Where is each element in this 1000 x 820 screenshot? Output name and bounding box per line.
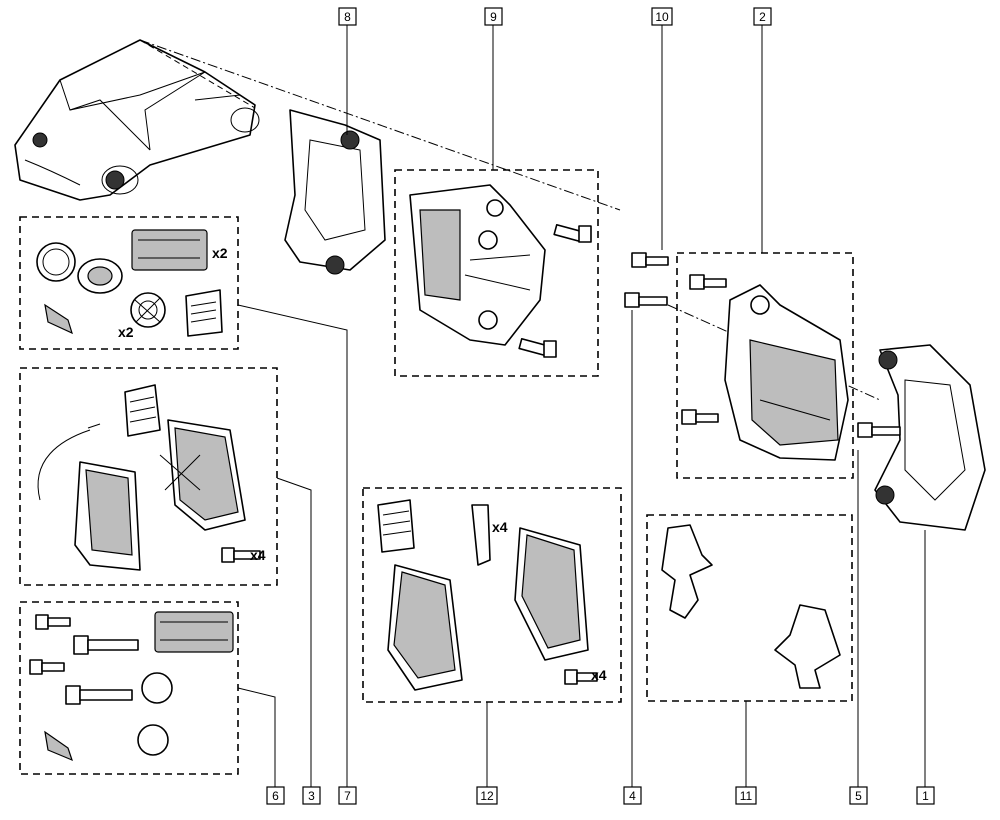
callout-6: 6 (266, 786, 285, 805)
brake-carrier-bracket (874, 344, 986, 531)
qty-label: x4 (591, 667, 607, 683)
callout-label: 4 (629, 789, 636, 803)
callout-label: 2 (759, 10, 766, 24)
spring-clip-icon (471, 504, 491, 566)
clip-icon (44, 303, 73, 335)
kit-box-11 (646, 514, 853, 702)
manual-booklet-icon (377, 499, 415, 553)
kit-box-2 (676, 252, 854, 479)
qty-label: x2 (118, 324, 134, 340)
callout-label: 12 (480, 789, 494, 803)
kit-7-contents: x2 x2 (36, 229, 228, 340)
bolt-icon (681, 409, 719, 425)
wear-sensor-icon (37, 429, 91, 501)
dust-boot-icon (137, 724, 169, 756)
kit-box-7 (19, 216, 239, 350)
callout-label: 10 (655, 10, 669, 24)
callout-1: 1 (916, 786, 935, 805)
callout-3: 3 (302, 786, 321, 805)
bolt-icon (857, 422, 901, 438)
grease-sachet-icon (154, 611, 234, 653)
bolt-icon (564, 669, 598, 685)
bolt-icon (29, 659, 65, 675)
callout-4: 4 (623, 786, 642, 805)
callout-label: 8 (344, 10, 351, 24)
brake-caliper-icon (724, 284, 849, 461)
spring-clip-icon (661, 524, 713, 619)
kit-12-contents: x4 x4 (377, 499, 607, 691)
bolt-icon (631, 252, 669, 268)
callout-11: 11 (735, 786, 757, 805)
qty-label: x4 (492, 519, 508, 535)
bolt-icon (35, 614, 71, 630)
callout-label: 6 (272, 789, 279, 803)
bolt-icon (689, 274, 727, 290)
bolt-icon (553, 224, 592, 243)
guide-pin-icon (65, 685, 133, 705)
grease-sachet-icon (131, 229, 208, 271)
callout-8: 8 (338, 7, 357, 26)
callout-5: 5 (849, 786, 868, 805)
leader-lines (237, 25, 926, 787)
bleed-screw-icon (624, 292, 668, 308)
dust-boot-icon (141, 672, 173, 704)
kit-box-12 (362, 487, 622, 703)
callout-2: 2 (753, 7, 772, 26)
callout-label: 9 (490, 10, 497, 24)
callout-label: 1 (922, 789, 929, 803)
bolt-icon (518, 338, 557, 358)
callout-7: 7 (338, 786, 357, 805)
callout-9: 9 (484, 7, 503, 26)
kit-box-9 (394, 169, 599, 377)
bolt-icon (221, 547, 261, 563)
callout-12: 12 (476, 786, 498, 805)
qty-label: x2 (212, 245, 228, 261)
callout-label: 5 (855, 789, 862, 803)
kit-3-contents: x4 (37, 384, 266, 571)
manual-booklet-icon (185, 289, 223, 337)
brake-caliper-icon (409, 184, 546, 346)
spring-clip-icon (774, 604, 841, 689)
callout-label: 7 (344, 789, 351, 803)
manual-booklet-icon (124, 384, 161, 437)
clip-icon (44, 730, 73, 762)
car-icon (14, 39, 260, 201)
qty-label: x4 (250, 547, 266, 563)
kit-6-contents (29, 611, 234, 762)
guide-pin-icon (73, 635, 139, 655)
callout-label: 11 (740, 789, 753, 803)
kit-box-3 (19, 367, 278, 586)
callout-10: 10 (651, 7, 673, 26)
callout-label: 3 (308, 789, 315, 803)
brake-carrier-bracket (284, 109, 386, 275)
